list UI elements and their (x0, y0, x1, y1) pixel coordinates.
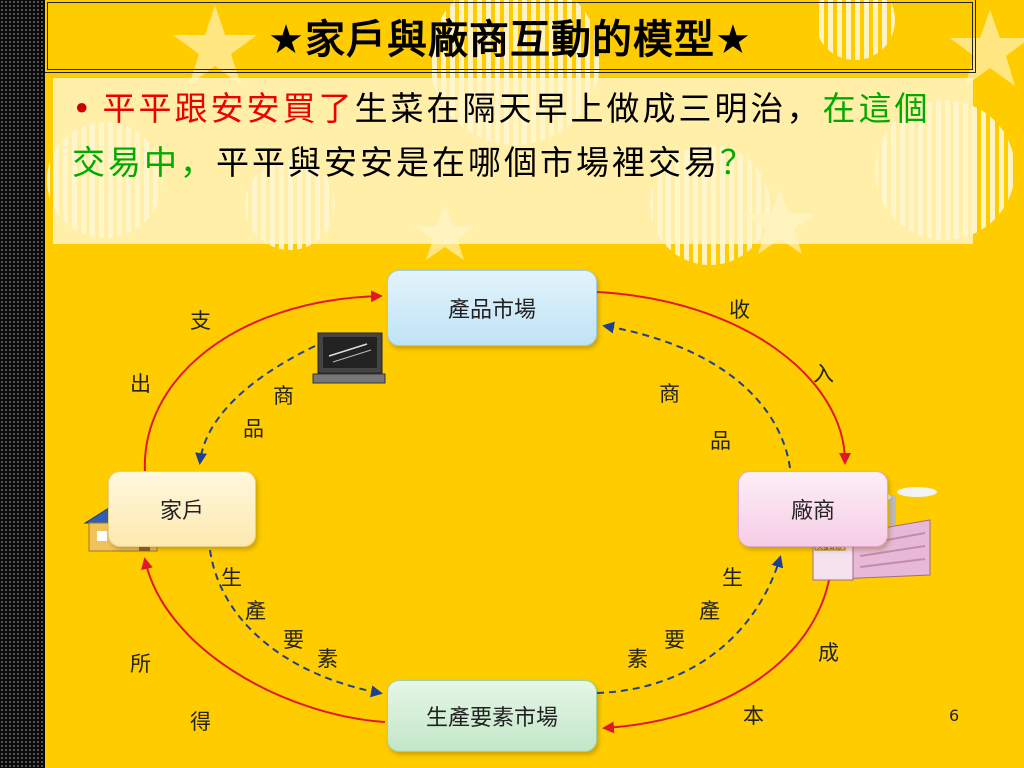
factors-right-label-3: 要 (664, 628, 685, 652)
income-flow-arrow (141, 557, 386, 723)
factor-market-node: 生產要素市場 (387, 680, 597, 752)
goods-right-label-1: 商 (659, 382, 680, 406)
household-label: 家戶 (159, 499, 204, 524)
cost-flow-arrow (602, 574, 831, 734)
slide: ★家戶與廠商互動的模型★ •平平跟安安買了生菜在隔天早上做成三明治，在這個交易中… (45, 0, 1024, 768)
spending-label-1: 支 (190, 309, 211, 333)
circular-flow-diagram: 大發公司 (83, 290, 937, 734)
factors-right-label-2: 產 (699, 599, 720, 623)
product-market-label: 產品市場 (447, 298, 536, 323)
household-node: 家戶 (108, 471, 256, 547)
question-panel (53, 78, 973, 244)
striped-circle (815, 0, 895, 60)
firm-sign-label: 大發公司 (817, 543, 841, 551)
spending-flow-arrow (143, 290, 383, 474)
product-market-node: 產品市場 (387, 270, 597, 346)
goods-left-label-2: 品 (243, 417, 264, 441)
factors-left-label-1: 生 (221, 566, 242, 590)
factors-left-label-3: 要 (283, 628, 304, 652)
revenue-flow-arrow (596, 291, 851, 465)
cost-label-2: 本 (743, 704, 764, 728)
question-part-black: 生菜在隔天早上做成三明治， (354, 89, 823, 128)
factors-left-label-4: 素 (317, 647, 338, 671)
question-part-green: 在這個交易中， (72, 89, 931, 182)
title-box: ★家戶與廠商互動的模型★ (45, 0, 976, 73)
revenue-label-2: 入 (813, 362, 834, 386)
goods-right-label-2: 品 (710, 429, 731, 453)
factors-to-firm-arrow (596, 555, 784, 694)
question-part-red: 平平跟安安買了 (102, 89, 355, 128)
factors-right-label-4: 素 (627, 647, 648, 671)
factor-market-label: 生產要素市場 (425, 706, 558, 731)
firm-node: 廠商 (738, 471, 888, 547)
income-label-1: 所 (130, 652, 151, 676)
revenue-label-1: 收 (729, 298, 750, 322)
bullet: • (72, 89, 95, 128)
star-icon (173, 5, 257, 85)
spending-label-2: 出 (130, 372, 151, 396)
question-part-black-2: 平平與安安是在哪個市場裡交易 (216, 143, 720, 182)
goods-from-firm-arrow (602, 321, 791, 469)
left-dotted-strip (0, 0, 45, 768)
question-mark: ？ (720, 143, 756, 182)
goods-to-household-arrow (195, 345, 316, 465)
cost-label-1: 成 (818, 641, 839, 665)
star-icon (950, 10, 1024, 86)
question-text: •平平跟安安買了生菜在隔天早上做成三明治，在這個交易中，平平與安安是在哪個市場裡… (72, 82, 932, 190)
factors-right-label-1: 生 (722, 566, 743, 590)
goods-left-label-1: 商 (273, 384, 294, 408)
slide-title: ★家戶與廠商互動的模型★ (268, 17, 752, 63)
factors-from-household-arrow (209, 549, 383, 698)
factors-left-label-2: 產 (245, 599, 266, 623)
computer-icon (312, 332, 386, 384)
income-label-2: 得 (190, 710, 211, 734)
page-number: 6 (949, 706, 960, 725)
firm-label: 廠商 (790, 499, 835, 524)
